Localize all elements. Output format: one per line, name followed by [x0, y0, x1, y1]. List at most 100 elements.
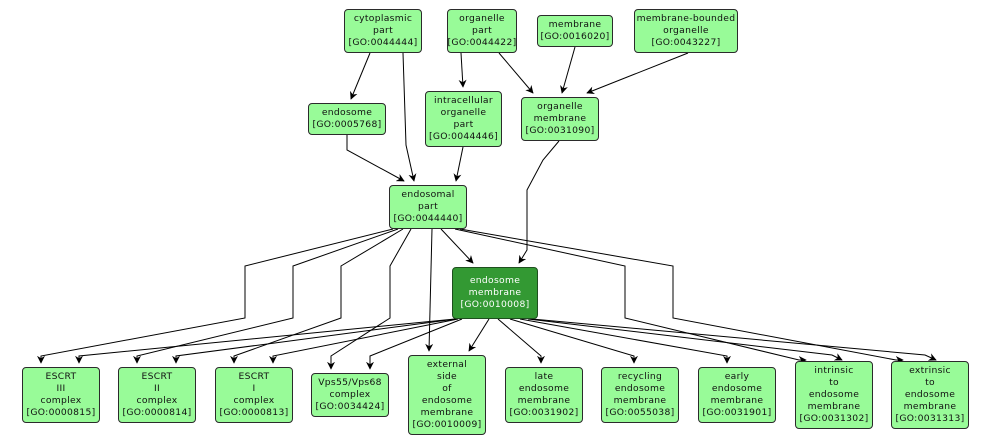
- edge-GO0010008-to-GO0000815: [75, 318, 456, 364]
- go-term-id: [GO:0005768]: [312, 119, 382, 130]
- go-term-id: [GO:0010009]: [412, 419, 482, 430]
- go-term-label-line: extrinsic: [909, 365, 951, 376]
- edge-GO0044446-to-GO0044440: [453, 146, 464, 182]
- go-term-id: [GO:0010008]: [460, 299, 530, 310]
- edge-GO0043227-to-GO0031090: [586, 52, 689, 95]
- go-term-label-line: recycling: [617, 371, 663, 382]
- go-term-id: [GO:0034424]: [315, 401, 385, 412]
- go-term-label-line: complex: [233, 395, 275, 406]
- go-term-label-line: endosome: [321, 107, 373, 118]
- go-term-node-go0016020[interactable]: membrane[GO:0016020]: [537, 15, 613, 47]
- edge-GO0044444-to-GO0005768: [350, 52, 371, 100]
- go-term-label-line: side: [436, 371, 458, 382]
- go-term-label-line: endosome: [421, 395, 473, 406]
- go-term-label-line: endosome: [518, 383, 570, 394]
- go-term-label-line: membrane: [903, 401, 957, 412]
- go-term-label-line: to: [925, 377, 935, 388]
- edge-GO0044444-to-GO0044440: [402, 52, 417, 182]
- go-term-id: [GO:0016020]: [540, 31, 610, 42]
- go-term-label-line: Vps55/Vps68: [318, 377, 382, 388]
- edge-GO0005768-to-GO0044440: [346, 135, 405, 182]
- go-term-label-line: part: [372, 25, 394, 36]
- edge-GO0044440-to-GO0000814: [133, 228, 399, 364]
- edge-GO0010008-to-GO0031313: [531, 318, 937, 361]
- go-term-label-line: ESCRT: [45, 371, 77, 382]
- go-term-node-go0005768[interactable]: endosome[GO:0005768]: [308, 103, 386, 135]
- go-term-id: [GO:0000815]: [26, 407, 96, 418]
- go-term-label-line: early: [724, 371, 750, 382]
- go-term-id: [GO:0031902]: [509, 407, 579, 418]
- go-term-label-line: organelle: [537, 101, 583, 112]
- edge-GO0044440-to-GO0034424: [327, 228, 412, 370]
- edge-GO0044440-to-GO0010009: [425, 228, 434, 352]
- edge-GO0044440-to-GO0000815: [37, 228, 394, 364]
- go-term-label-line: membrane: [420, 407, 474, 418]
- go-term-label-line: late: [534, 371, 554, 382]
- edge-GO0044440-to-GO0031313: [459, 228, 904, 364]
- go-term-id: [GO:0031090]: [525, 125, 595, 136]
- go-term-label-line: organelle: [663, 25, 709, 36]
- go-term-label-line: complex: [329, 389, 371, 400]
- go-term-id: [GO:0044422]: [447, 37, 517, 48]
- edge-GO0010008-to-GO0055038: [509, 318, 638, 364]
- go-term-id: [GO:0044446]: [429, 131, 498, 142]
- go-term-label-line: of: [442, 383, 452, 394]
- go-term-id: [GO:0055038]: [605, 407, 675, 418]
- go-term-id: [GO:0031302]: [799, 413, 869, 424]
- go-term-label-line: external: [426, 359, 468, 370]
- go-term-label-line: intrinsic: [814, 365, 854, 376]
- edge-GO0044422-to-GO0044446: [458, 52, 467, 88]
- go-term-label-line: organelle: [440, 107, 487, 118]
- go-term-label-line: III: [56, 383, 66, 394]
- go-term-label-line: ESCRT: [141, 371, 173, 382]
- go-term-id: [GO:0031313]: [895, 413, 965, 424]
- edge-GO0044440-to-GO0000813: [230, 228, 404, 364]
- edge-GO0010008-to-GO0000814: [172, 318, 457, 364]
- go-term-label-line: part: [471, 25, 493, 36]
- go-term-label-line: endosome: [808, 389, 860, 400]
- go-term-label-line: organelle: [459, 13, 505, 24]
- edge-GO0010008-to-GO0000813: [269, 318, 459, 364]
- edge-GO0044422-to-GO0031090: [498, 52, 534, 94]
- go-term-label-line: part: [453, 119, 474, 130]
- edge-GO0044440-to-GO0031302: [454, 228, 807, 364]
- go-term-label-line: membrane: [533, 113, 587, 124]
- go-term-label-line: II: [153, 383, 161, 394]
- go-term-label-line: membrane: [468, 287, 522, 298]
- go-term-label-line: membrane: [613, 395, 667, 406]
- go-term-label-line: membrane: [517, 395, 571, 406]
- go-term-id: [GO:0031901]: [702, 407, 772, 418]
- go-term-id: [GO:0000814]: [122, 407, 192, 418]
- go-term-label-line: to: [829, 377, 839, 388]
- go-term-label-line: I: [252, 383, 256, 394]
- go-term-id: [GO:0044444]: [348, 37, 418, 48]
- go-term-label-line: membrane: [710, 395, 764, 406]
- go-term-label-line: endosome: [711, 383, 763, 394]
- go-term-label-line: membrane: [548, 19, 602, 30]
- edge-GO0016020-to-GO0031090: [560, 46, 576, 94]
- go-term-id: [GO:0044440]: [393, 213, 463, 224]
- go-term-label-line: endosome: [469, 275, 521, 286]
- go-term-id: [GO:0043227]: [651, 37, 721, 48]
- go-term-label-line: complex: [136, 395, 178, 406]
- edge-GO0010008-to-GO0031901: [519, 318, 731, 364]
